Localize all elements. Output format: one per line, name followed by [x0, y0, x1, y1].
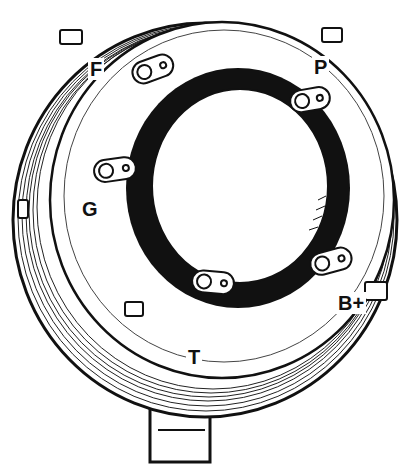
center-hole	[152, 89, 328, 283]
rim-clips	[18, 28, 387, 316]
bracket-fold	[158, 429, 205, 431]
terminal-lugs	[93, 51, 354, 295]
face-rim	[64, 30, 384, 362]
terminal-label: T	[186, 346, 202, 368]
coil-face	[50, 22, 394, 378]
terminal-label: B+	[336, 292, 366, 314]
terminal-label: G	[80, 198, 100, 220]
terminal-label: P	[312, 56, 329, 78]
hole-shading	[309, 196, 326, 230]
coil-body	[13, 23, 397, 417]
terminal-label: F	[88, 58, 104, 80]
